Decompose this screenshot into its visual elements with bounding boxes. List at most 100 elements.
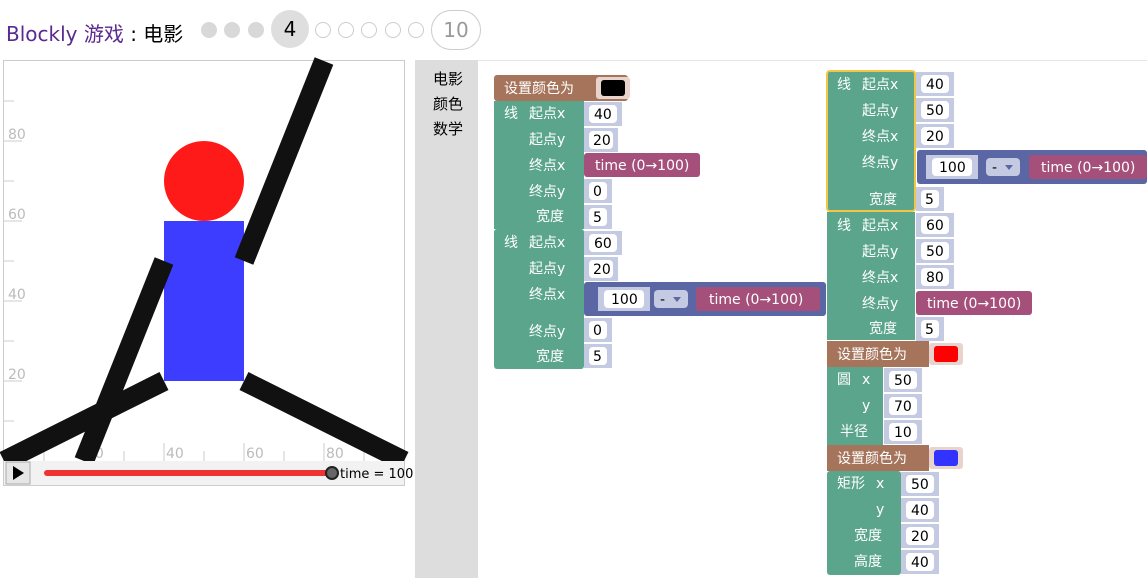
color-swatch-red[interactable] — [934, 346, 958, 362]
number-value: 40 — [594, 107, 612, 123]
toolbox-category-color[interactable]: 颜色 — [433, 95, 464, 113]
level-3-dot[interactable] — [248, 22, 264, 38]
number-field[interactable] — [589, 321, 607, 339]
time-block[interactable] — [916, 291, 1032, 315]
number-value: 80 — [926, 270, 944, 286]
circle-label: 圆 — [837, 372, 851, 388]
last-level[interactable]: 10 — [431, 10, 481, 50]
set-color-block[interactable] — [494, 75, 628, 101]
time-block[interactable] — [584, 153, 700, 177]
time-block[interactable] — [696, 287, 820, 311]
head-circle — [164, 141, 244, 221]
number-value: 50 — [926, 103, 944, 119]
y-label: y — [862, 398, 870, 414]
current-level[interactable]: 4 — [271, 10, 309, 48]
number-value: 50 — [911, 477, 929, 493]
number-value: 10 — [894, 425, 912, 441]
number-value: 70 — [894, 399, 912, 415]
number-field[interactable] — [889, 371, 917, 389]
level-6-dot[interactable] — [338, 22, 354, 38]
rect-block[interactable] — [827, 471, 901, 575]
line-block-2[interactable] — [494, 229, 584, 369]
line-label: 线 — [837, 77, 851, 93]
time-block-label: time (0→100) — [595, 158, 689, 174]
width-label: 宽度 — [869, 191, 897, 208]
y-tick-label: 60 — [8, 207, 26, 223]
y-tick-label: 80 — [8, 127, 26, 143]
number-value: 20 — [593, 133, 611, 149]
number-field[interactable] — [589, 347, 607, 365]
number-value: 60 — [926, 218, 944, 234]
number-field[interactable] — [906, 527, 934, 545]
number-field[interactable] — [921, 127, 949, 145]
number-field[interactable] — [604, 290, 644, 308]
number-field[interactable] — [906, 553, 934, 571]
circle-block[interactable] — [827, 367, 883, 445]
level-8-dot[interactable] — [385, 22, 401, 38]
line-block-1[interactable] — [494, 101, 584, 229]
level-1-dot[interactable] — [201, 22, 217, 38]
number-field[interactable] — [589, 208, 607, 226]
radius-label: 半径 — [840, 424, 868, 440]
operator-dropdown[interactable] — [986, 158, 1020, 176]
color-swatch-black[interactable] — [601, 80, 625, 96]
set-color-label: 设置颜色为 — [504, 80, 574, 97]
end-y-label: 终点y — [529, 324, 565, 340]
level-5-dot[interactable] — [315, 22, 331, 38]
number-field[interactable] — [921, 101, 949, 119]
operator-value: - — [660, 292, 665, 308]
number-value: 40 — [926, 77, 944, 93]
number-field[interactable] — [589, 234, 617, 252]
number-field[interactable] — [889, 397, 917, 415]
number-field[interactable] — [889, 423, 917, 441]
time-slider-handle[interactable] — [325, 466, 339, 480]
toolbox-category-movie[interactable]: 电影 — [433, 70, 464, 88]
time-block-label: time (0→100) — [927, 296, 1021, 312]
number-field[interactable] — [921, 242, 949, 260]
time-block[interactable] — [1029, 155, 1147, 179]
number-field[interactable] — [921, 216, 949, 234]
number-field[interactable] — [921, 190, 939, 208]
operator-dropdown[interactable] — [654, 290, 688, 308]
right-leg-line — [239, 372, 409, 470]
stick-lines — [0, 57, 409, 470]
number-field[interactable] — [921, 75, 949, 93]
right-arm-line — [234, 57, 334, 265]
number-field[interactable] — [906, 475, 934, 493]
y-axis-ticks — [4, 100, 22, 422]
end-y-label: 终点y — [862, 296, 898, 312]
number-field[interactable] — [589, 131, 613, 149]
number-field[interactable] — [921, 268, 949, 286]
level-2-dot[interactable] — [224, 22, 240, 38]
number-field[interactable] — [589, 260, 613, 278]
toolbox-category-math[interactable]: 数学 — [433, 120, 464, 138]
left-leg-line — [0, 372, 169, 470]
app-name-link[interactable]: Blockly 游戏 — [6, 22, 124, 46]
number-field[interactable] — [921, 320, 939, 338]
number-field[interactable] — [589, 182, 607, 200]
number-value: 5 — [593, 349, 602, 365]
number-value: 20 — [593, 262, 611, 278]
line-block-4[interactable] — [827, 212, 915, 340]
level-7-dot[interactable] — [361, 22, 377, 38]
set-color-block[interactable] — [827, 445, 929, 471]
number-value: 0 — [593, 184, 602, 200]
x-label: x — [876, 476, 884, 492]
rect-label: 矩形 — [837, 476, 865, 492]
time-slider-track[interactable] — [44, 470, 332, 476]
width-label: 宽度 — [869, 320, 897, 337]
level-9-dot[interactable] — [408, 22, 424, 38]
number-field[interactable] — [906, 501, 934, 519]
number-value: 40 — [911, 503, 929, 519]
number-field[interactable] — [932, 158, 972, 176]
color-swatch-blue[interactable] — [934, 450, 958, 466]
end-y-label: 终点y — [529, 184, 565, 200]
set-color-block[interactable] — [827, 341, 929, 367]
line-block-3-selected[interactable] — [826, 70, 916, 212]
number-value: 100 — [611, 292, 638, 308]
time-label: time = 100 — [340, 467, 413, 482]
blocks-workspace[interactable]: 设置颜色为 线 起点x 起点y 终点x 终点y 宽度 40 20 time (0… — [478, 60, 1147, 579]
number-field[interactable] — [589, 105, 617, 123]
time-block-label: time (0→100) — [709, 292, 803, 308]
line-label: 线 — [504, 235, 518, 251]
